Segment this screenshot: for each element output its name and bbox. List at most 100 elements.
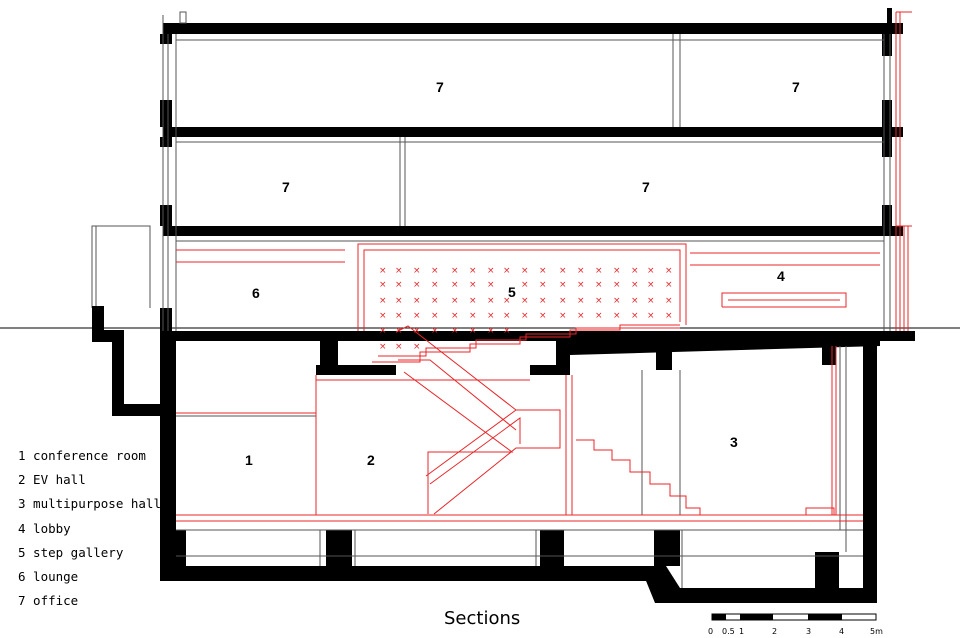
seat-mark: × [631, 280, 639, 290]
seat-mark: × [395, 280, 403, 290]
seat-mark: × [487, 266, 495, 276]
seat-mark: × [487, 311, 495, 321]
room-label-conference-room: 1 [245, 452, 253, 468]
seat-mark: × [379, 342, 387, 352]
seat-mark: × [613, 311, 621, 321]
seat-mark: × [487, 280, 495, 290]
scale-bar: 0 0.5 1 2 3 4 5m [708, 613, 883, 636]
step-gallery-seat-marks: × × × × × × × × × × × × × × × × × × × × × × × × × × × × × × × × × × × × × × × ×… [379, 266, 673, 352]
seat-mark: × [451, 296, 459, 306]
room-label-multipurpose-hall: 3 [730, 434, 738, 450]
seat-mark: × [503, 311, 511, 321]
legend-item-office: 7 office [18, 593, 79, 609]
seat-mark: × [431, 280, 439, 290]
seat-mark: × [379, 280, 387, 290]
seat-mark: × [469, 266, 477, 276]
room-label-ev-hall: 2 [367, 452, 375, 468]
seat-mark: × [539, 266, 547, 276]
scale-label-0: 0 [708, 627, 713, 636]
basement-lines [176, 346, 863, 588]
seat-mark: × [647, 296, 655, 306]
legend-item-step-gallery: 5 step gallery [18, 544, 124, 560]
seat-mark: × [395, 266, 403, 276]
seat-mark: × [521, 280, 529, 290]
ground-floor-fitout [176, 243, 880, 363]
exterior-wall-lines [91, 11, 891, 331]
seat-mark: × [413, 311, 421, 321]
seat-mark: × [469, 326, 477, 336]
seat-mark: × [595, 311, 603, 321]
seat-mark: × [647, 311, 655, 321]
legend-item-multipurpose-hall: 3 multipurpose hall [18, 496, 161, 512]
seat-mark: × [395, 326, 403, 336]
seat-mark: × [451, 280, 459, 290]
seat-mark: × [577, 266, 585, 276]
seat-mark: × [613, 296, 621, 306]
room-label-step-gallery: 5 [508, 284, 516, 300]
room-label-office-3f-left: 7 [436, 79, 444, 95]
seat-mark: × [577, 311, 585, 321]
right-facade [895, 11, 912, 331]
scale-label-0-5: 0.5 [722, 627, 735, 636]
seat-mark: × [521, 266, 529, 276]
seat-mark: × [503, 326, 511, 336]
seat-mark: × [559, 266, 567, 276]
seat-mark: × [431, 326, 439, 336]
seat-mark: × [451, 266, 459, 276]
seat-mark: × [503, 266, 511, 276]
seat-mark: × [451, 326, 459, 336]
seat-mark: × [413, 266, 421, 276]
room-legend: 1 conference room 2 EV hall 3 multipurpo… [18, 446, 161, 615]
seat-mark: × [631, 266, 639, 276]
scale-label-1: 1 [739, 627, 744, 636]
room-label-office-2f-right: 7 [642, 179, 650, 195]
seat-mark: × [665, 266, 673, 276]
seat-mark: × [395, 342, 403, 352]
seat-mark: × [595, 296, 603, 306]
seat-mark: × [379, 266, 387, 276]
seat-mark: × [431, 266, 439, 276]
room-label-lounge: 6 [252, 285, 260, 301]
seat-mark: × [647, 280, 655, 290]
seat-mark: × [503, 296, 511, 306]
seat-mark: × [577, 296, 585, 306]
seat-mark: × [647, 266, 655, 276]
seat-mark: × [469, 296, 477, 306]
basement-fitout [176, 325, 863, 522]
seat-mark: × [539, 280, 547, 290]
seat-mark: × [379, 311, 387, 321]
scale-label-2: 2 [772, 627, 777, 636]
seat-mark: × [559, 296, 567, 306]
seat-mark: × [413, 326, 421, 336]
seat-mark: × [559, 311, 567, 321]
room-label-lobby: 4 [777, 268, 785, 284]
seat-mark: × [539, 311, 547, 321]
seat-mark: × [521, 311, 529, 321]
seat-mark: × [595, 266, 603, 276]
seat-mark: × [451, 311, 459, 321]
seat-mark: × [431, 311, 439, 321]
room-label-office-3f-right: 7 [792, 79, 800, 95]
seat-mark: × [469, 280, 477, 290]
seat-mark: × [539, 296, 547, 306]
seat-mark: × [379, 296, 387, 306]
seat-mark: × [413, 280, 421, 290]
seat-mark: × [395, 311, 403, 321]
legend-item-ev-hall: 2 EV hall [18, 472, 86, 488]
room-label-office-2f-left: 7 [282, 179, 290, 195]
seat-mark: × [577, 280, 585, 290]
scale-label-5m: 5m [870, 627, 883, 636]
basement-structure [92, 306, 880, 603]
seat-mark: × [431, 296, 439, 306]
legend-item-conference-room: 1 conference room [18, 448, 146, 463]
seat-mark: × [487, 296, 495, 306]
legend-item-lounge: 6 lounge [18, 568, 79, 584]
seat-mark: × [613, 280, 621, 290]
seat-mark: × [665, 280, 673, 290]
seat-mark: × [487, 326, 495, 336]
seat-mark: × [665, 311, 673, 321]
legend-item-lobby: 4 lobby [18, 520, 71, 536]
seat-mark: × [559, 280, 567, 290]
seat-mark: × [665, 296, 673, 306]
